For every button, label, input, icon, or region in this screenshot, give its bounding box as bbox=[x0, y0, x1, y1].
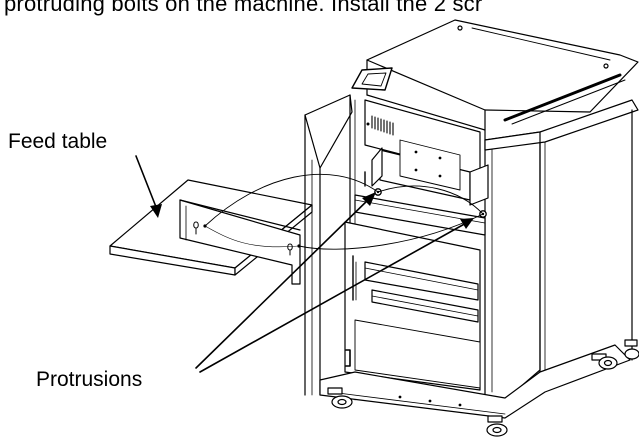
protrusions-label: Protrusions bbox=[36, 368, 143, 391]
callout-arrows bbox=[135, 155, 474, 373]
alignment-guide-lines bbox=[204, 173, 484, 250]
feed-table bbox=[109, 179, 313, 285]
feed-table-label: Feed table bbox=[8, 130, 108, 153]
instruction-text: protruding bolts on the machine. Install… bbox=[4, 0, 483, 16]
machine bbox=[304, 19, 639, 437]
